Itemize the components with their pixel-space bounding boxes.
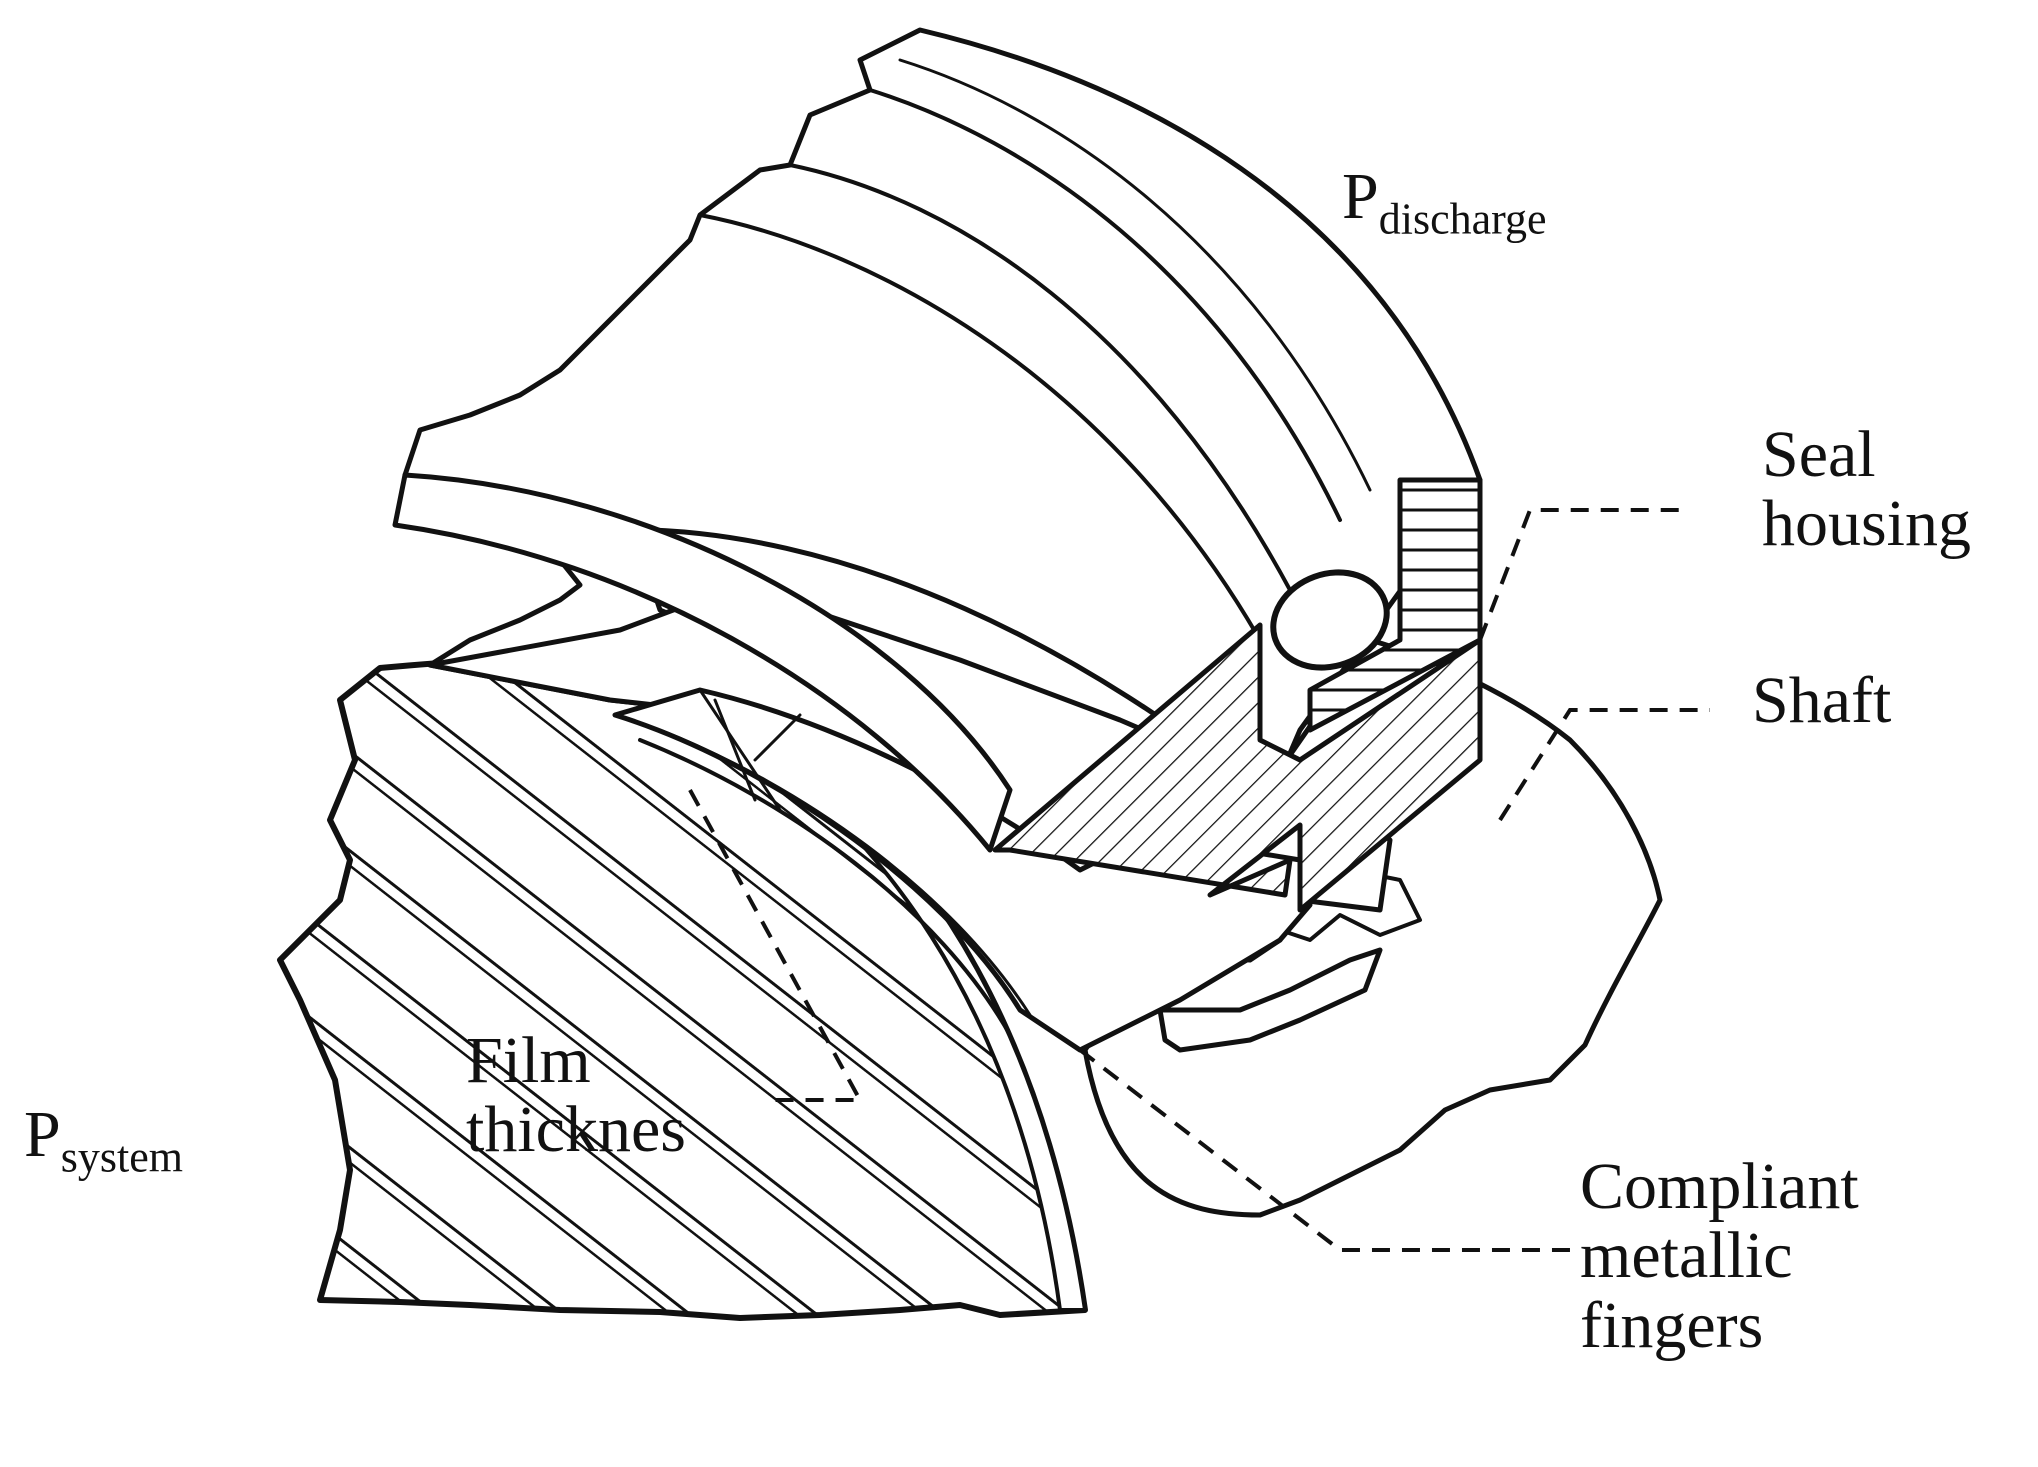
seal-housing-label: Seal housing xyxy=(1762,420,1971,559)
compliant-fingers-label: Compliant metallic fingers xyxy=(1580,1152,1859,1360)
film-thickness-label-line1: Film xyxy=(466,1024,591,1097)
p-system-main: P xyxy=(24,1098,61,1171)
compliant-fingers-label-line1: Compliant xyxy=(1580,1150,1859,1223)
housing-step-line-3 xyxy=(868,88,1342,522)
leader-seal-housing xyxy=(1478,508,1690,641)
leader-shaft xyxy=(1498,708,1710,822)
p-discharge-label: Pdischarge xyxy=(1342,160,1547,241)
housing-step-line-2 xyxy=(788,163,1292,592)
housing-step-line-1 xyxy=(698,213,1262,642)
housing-section-upper xyxy=(1307,477,1483,733)
film-thickness-label-line2: thicknes xyxy=(466,1093,686,1167)
seal-housing-label-line1: Seal xyxy=(1762,418,1876,491)
film-marker-line-1 xyxy=(698,688,782,812)
p-system-label: Psystem xyxy=(24,1098,183,1179)
finger-edge-line xyxy=(638,738,1012,1037)
lower-finger-tips xyxy=(1157,947,1383,1053)
p-discharge-main: P xyxy=(1342,160,1379,233)
housing-step-line-4 xyxy=(898,58,1372,492)
film-marker-line-2 xyxy=(713,698,757,802)
seal-housing-top xyxy=(402,27,1483,803)
film-thickness-label: Film thicknes xyxy=(466,1026,686,1165)
film-arrow xyxy=(753,713,802,762)
p-discharge-sub: discharge xyxy=(1378,194,1547,244)
finger-layer-front xyxy=(612,687,1313,1053)
p-system-sub: system xyxy=(60,1132,183,1182)
o-ring xyxy=(1270,569,1390,671)
seal-housing-label-line2: housing xyxy=(1762,487,1972,561)
shaft-label: Shaft xyxy=(1752,664,1892,737)
seal-housing-front-face xyxy=(392,472,1013,853)
housing-section-lower xyxy=(992,622,1483,913)
leader-compliant-fingers xyxy=(1078,1048,1570,1252)
finger-edge-line-2 xyxy=(658,728,1032,1017)
compliant-fingers-label-line3: fingers xyxy=(1580,1288,1764,1362)
compliant-fingers-label-line2: metallic xyxy=(1580,1219,1793,1293)
